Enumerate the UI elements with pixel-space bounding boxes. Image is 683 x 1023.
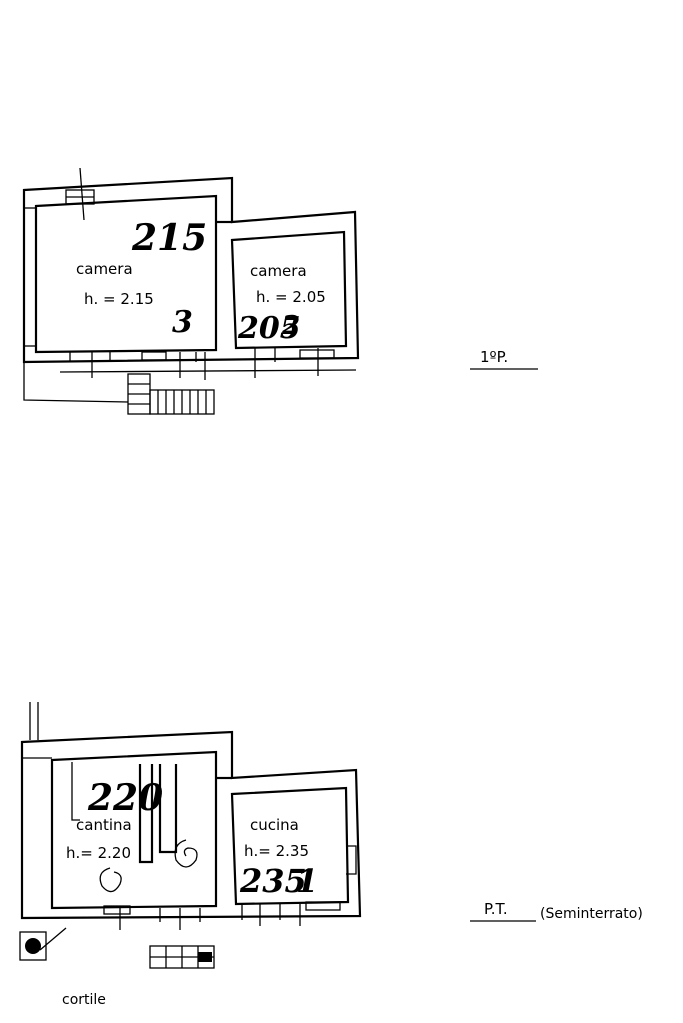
hand-height-camera-right: 205	[237, 311, 301, 346]
hand-mark-camera-right: 2	[281, 311, 300, 341]
room-name-camera-right: camera	[250, 262, 307, 280]
hand-mark-cucina: 1	[296, 862, 318, 900]
room-height-cucina: h.= 2.35	[244, 842, 309, 860]
room-height-camera-right: h. = 2.05	[256, 288, 326, 306]
hand-height-camera-left: 215	[131, 217, 207, 259]
room-name-cantina: cantina	[76, 816, 132, 834]
first-floor-window-top	[65, 167, 95, 221]
spiral-marks	[99, 839, 198, 893]
first-floor-plan: camera h. = 2.15 215 3 camera h. = 2.05 …	[22, 167, 538, 415]
hand-height-cantina: 220	[87, 777, 163, 819]
floor-label-first: 1ºP.	[480, 348, 508, 366]
ground-floor-openings	[22, 901, 341, 930]
hand-height-cucina: 235	[239, 862, 307, 900]
floor-sublabel-ground: (Seminterrato)	[540, 906, 643, 922]
ground-floor-plan: 220 cantina h.= 2.20 cucina h.= 2.35 235…	[19, 702, 643, 1008]
room-height-cantina: h.= 2.20	[66, 844, 131, 862]
hand-mark-camera-left: 3	[172, 305, 193, 340]
room-name-camera-left: camera	[76, 260, 133, 278]
room-height-camera-left: h. = 2.15	[84, 290, 154, 308]
first-floor-stairs	[127, 373, 215, 415]
first-floor-balcony	[23, 348, 357, 403]
courtyard-marks	[19, 927, 215, 969]
floor-label-ground: P.T.	[484, 900, 508, 918]
courtyard-label: cortile	[62, 992, 106, 1008]
room-name-cucina: cucina	[250, 816, 299, 834]
